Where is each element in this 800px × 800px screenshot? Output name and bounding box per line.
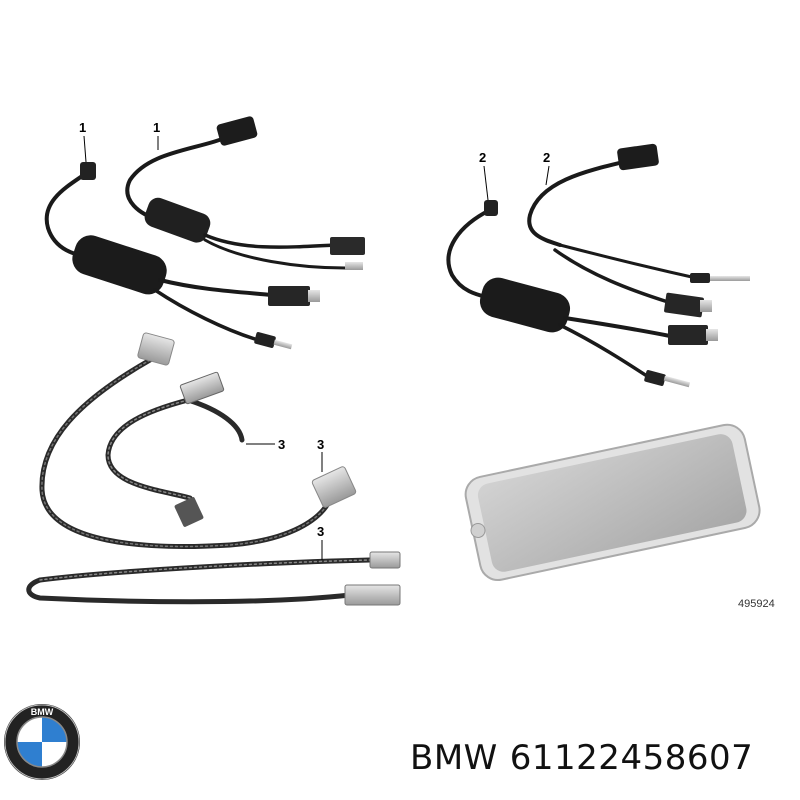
callout-1-right: 1 [153, 120, 161, 135]
brand-part-line: BMW 61122458607 [410, 738, 753, 778]
cable-set-2 [446, 143, 750, 388]
diagram-number: 495924 [738, 598, 775, 610]
callout-leaders-2 [483, 165, 550, 201]
callout-2-left: 2 [479, 150, 487, 165]
callout-2-right: 2 [543, 150, 551, 165]
callout-3-right: 3 [317, 437, 325, 452]
brand-name: BMW [410, 738, 498, 778]
cable-set-1 [44, 116, 365, 350]
callout-3-middle: 3 [278, 437, 286, 452]
bmw-logo: BMW [4, 704, 80, 780]
callout-1-left: 1 [79, 120, 87, 135]
callout-leaders-3 [246, 443, 323, 560]
svg-text:BMW: BMW [31, 707, 54, 717]
part-number: 61122458607 [509, 738, 754, 778]
callout-3-bottom: 3 [317, 524, 325, 539]
callout-leaders-1 [83, 135, 159, 163]
media-player-device [464, 423, 761, 582]
cable-set-3 [26, 332, 401, 606]
